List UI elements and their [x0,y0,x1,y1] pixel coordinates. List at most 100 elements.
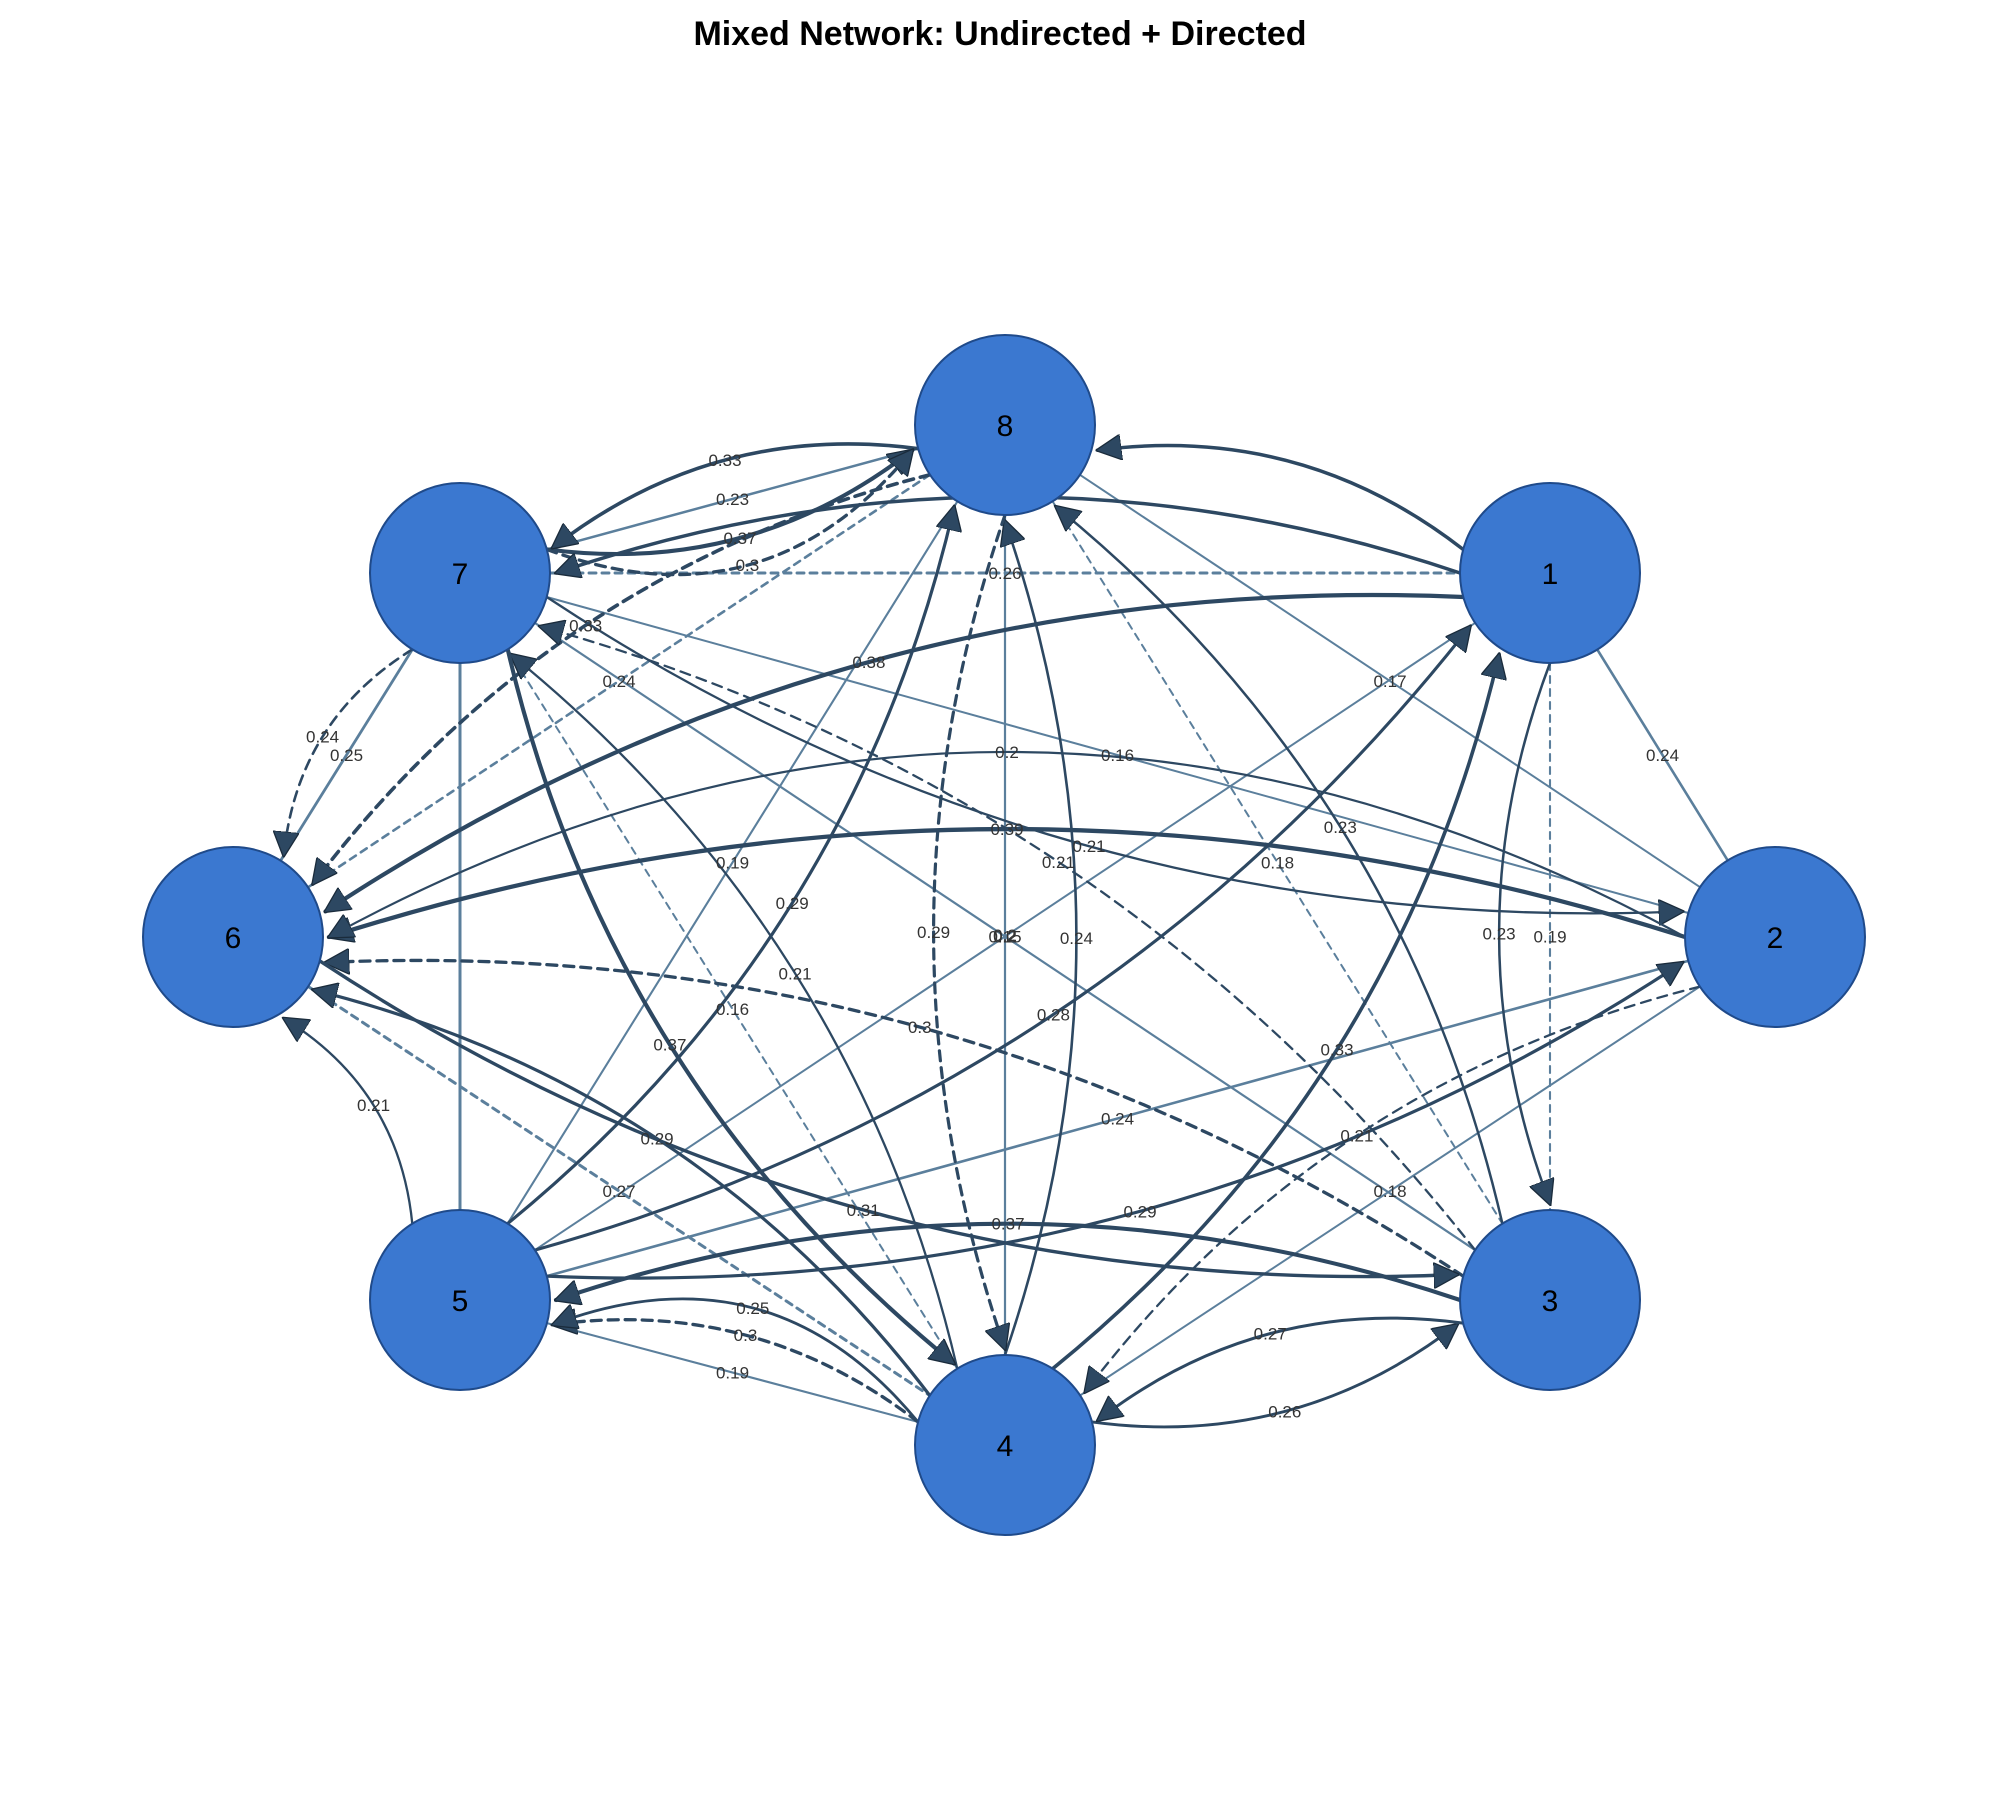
node-4: 4 [914,1354,1096,1536]
edge-weight-label: 0.2 [993,926,1017,945]
directed-edge-3-7 [540,626,1477,1252]
directed-edge-3-8 [1056,507,1504,1225]
directed-edge-4-7 [511,654,959,1370]
undirected-edge-1-5 [533,621,1477,1252]
undirected-edge-7-8 [545,447,920,551]
directed-edge-5-2 [545,963,1683,1280]
edge-weight-label: 0.25 [736,1299,769,1318]
edge-weight-label: 0.39 [990,820,1023,839]
directed-edge-2-4 [1085,985,1702,1393]
edge-weight-label: 0.37 [991,1215,1024,1234]
edge-weight-label: 0.21 [1340,1126,1373,1145]
undirected-edge-5-4 [545,1322,920,1423]
edge-weight-label: 0.29 [1123,1202,1156,1221]
directed-edge-5-6 [284,1018,414,1225]
node-5: 5 [369,1209,551,1391]
directed-edge-1-8 [1098,446,1465,552]
node-label: 4 [997,1430,1014,1463]
node-label: 5 [452,1285,469,1318]
node-label: 7 [452,558,469,591]
edge-weight-label: 0.21 [357,1096,390,1115]
undirected-edge-8-6 [306,473,932,889]
directed-edge-4-1 [1050,654,1499,1371]
node-2: 2 [1684,846,1866,1028]
node-circle [914,1354,1096,1536]
directed-edge-7-8 [545,450,913,577]
undirected-edge-2-4 [1079,985,1701,1397]
directed-edge-4-5 [553,1320,920,1424]
node-3: 3 [1459,1209,1641,1391]
edge-weight-label: 0.26 [988,564,1021,583]
undirected-edge-1-2 [1596,648,1729,862]
directed-edge-6-3 [318,959,1458,1277]
edge-weight-label: 0.18 [1373,1182,1406,1201]
directed-edge-2-6 [329,826,1688,937]
edge-weight-label: 0.19 [716,854,749,873]
edge-weight-label: 0.29 [776,894,809,913]
node-8: 8 [914,334,1096,516]
edge-weight-label: 0.19 [1533,928,1566,947]
edge-weight-label: 0.21 [779,964,812,983]
edge-weight-label: 0.19 [716,1364,749,1383]
edge-weight-label: 0.21 [1073,837,1106,856]
node-label: 1 [1542,558,1559,591]
undirected-edge-7-2 [545,596,1690,914]
node-7: 7 [369,482,551,664]
edge-weight-label: 0.16 [1101,746,1134,765]
node-circle [1684,846,1866,1028]
edge-weight-label: 0.29 [917,923,950,942]
edge-weight-label: 0.25 [330,746,363,765]
edge-weight-label: 0.3 [734,1326,758,1345]
edge-labels: 0.230.260.170.240.190.160.250.240.20.20.… [306,451,1679,1421]
directed-edge-3-6 [326,960,1465,1278]
edge-weight-label: 0.3 [908,1018,932,1037]
directed-edge-7-2 [545,595,1683,913]
directed-edge-2-6 [329,750,1687,937]
edge-weight-label: 0.21 [1042,853,1075,872]
edge-weight-label: 0.18 [1261,854,1294,873]
directed-edge-7-4 [505,647,954,1363]
edge-weight-label: 0.23 [716,490,749,509]
node-circle [142,846,324,1028]
edge-weight-label: 0.33 [569,616,602,635]
directed-edge-3-5 [556,1221,1463,1300]
edge-weight-label: 0.23 [1483,925,1516,944]
edge-weight-label: 0.31 [847,1201,880,1220]
node-circle [1459,482,1641,664]
directed-edge-4-3 [1090,1325,1457,1429]
edge-weight-label: 0.2 [995,743,1019,762]
node-label: 6 [225,922,242,955]
node-6: 6 [142,846,324,1028]
edge-weight-label: 0.37 [653,1036,686,1055]
undirected-edge-7-6 [279,648,414,862]
undirected-edge-8-3 [1051,500,1504,1225]
edge-weight-label: 0.16 [716,1000,749,1019]
undirected-edge-2-5 [545,959,1690,1278]
directed-edge-3-4 [1098,1316,1465,1420]
directed-edge-1-3 [1497,661,1550,1204]
node-circle [369,482,551,664]
directed-edge-7-8 [544,450,913,557]
directed-edge-7-6 [284,648,414,855]
edge-weight-label: 0.24 [1646,746,1679,765]
edge-weight-label: 0.17 [1373,672,1406,691]
node-label: 3 [1542,1285,1559,1318]
edge-weight-label: 0.24 [602,672,635,691]
edge-weight-label: 0.33 [708,451,741,470]
undirected-edge-7-4 [506,648,959,1370]
node-circle [369,1209,551,1391]
edge-weight-label: 0.33 [1320,1041,1353,1060]
edge-weight-label: 0.26 [1268,1402,1301,1421]
node-1: 1 [1459,482,1641,664]
edge-weight-label: 0.38 [852,653,885,672]
edge-weight-label: 0.29 [641,1130,674,1149]
undirected-edge-8-2 [1078,473,1702,889]
directed-edge-1-6 [326,592,1466,914]
edge-weight-label: 0.24 [306,728,339,747]
node-label: 2 [1767,922,1784,955]
undirected-edge-8-5 [506,500,959,1225]
directed-edge-8-6 [313,472,932,884]
chart-title: Mixed Network: Undirected + Directed [693,15,1306,53]
node-label: 8 [997,410,1014,443]
